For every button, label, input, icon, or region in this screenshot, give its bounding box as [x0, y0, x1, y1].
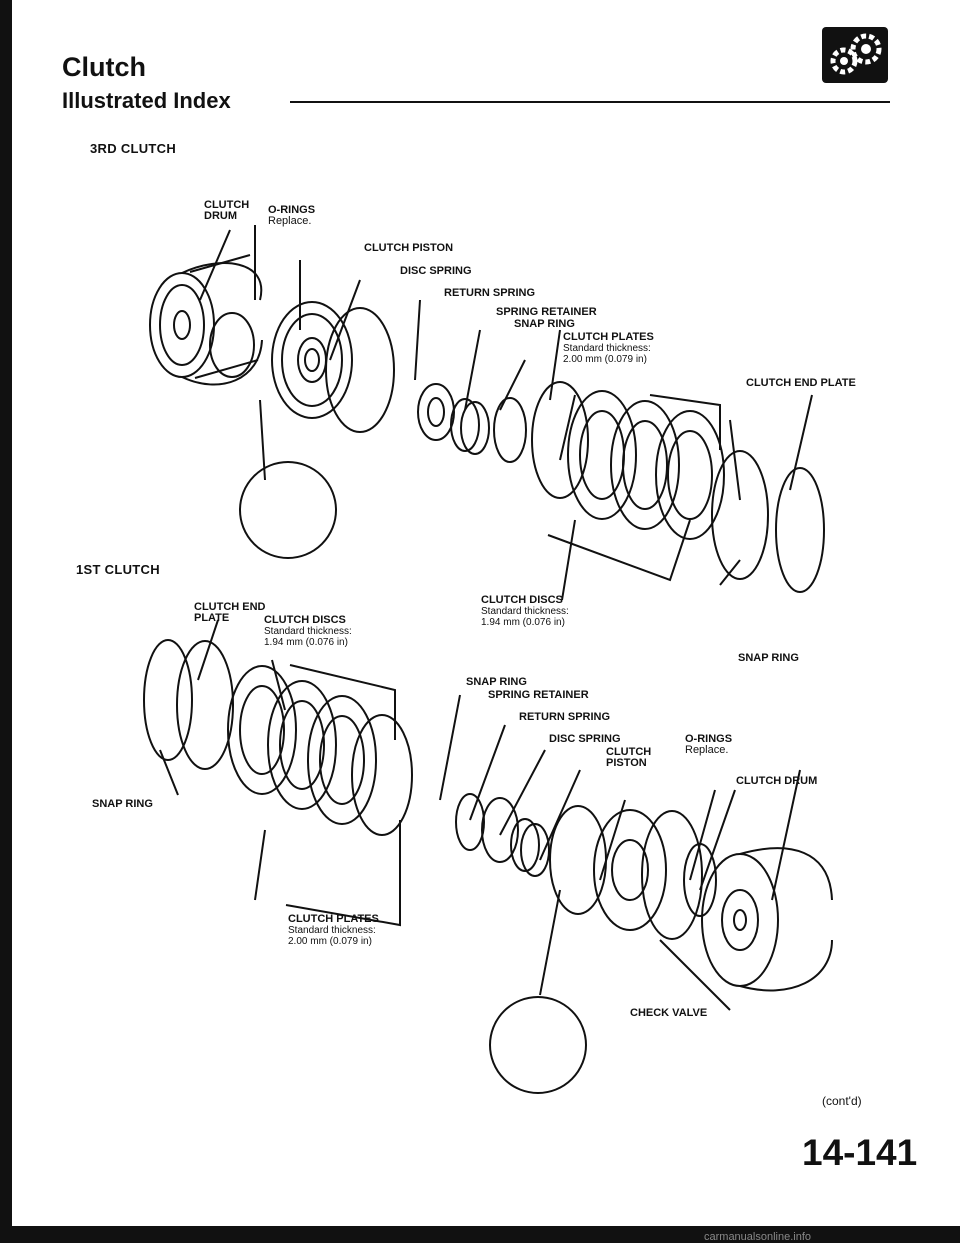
- clutch-pack-1st: [227, 665, 413, 836]
- label-clutch-end-plate-3rd: CLUTCH END PLATE: [746, 377, 856, 389]
- clutch-end-plate-1st: [176, 640, 234, 770]
- section-1st-clutch: 1ST CLUTCH: [76, 562, 160, 577]
- return-spring-3rd: [450, 398, 490, 455]
- label-snap-ring-left-1st: SNAP RING: [92, 798, 153, 810]
- check-valve-detail-1st: [489, 996, 587, 1094]
- snap-ring-1st: [143, 639, 193, 761]
- label-clutch-drum-1st: CLUTCH DRUM: [736, 775, 818, 787]
- check-valve-detail-3rd: [239, 461, 337, 559]
- o-ring-large-3rd: [325, 307, 395, 433]
- label-clutch-plates-1st: CLUTCH PLATES Standard thickness: 2.00 m…: [288, 913, 379, 948]
- return-spring-1st: [510, 818, 550, 877]
- label-return-spring-1st: RETURN SPRING: [519, 711, 611, 723]
- page-title: Clutch: [62, 52, 146, 82]
- continued-note: (cont'd): [822, 1094, 862, 1108]
- transmission-gear-icon: [822, 27, 888, 83]
- label-spring-retainer-1st: SPRING RETAINER: [488, 689, 589, 701]
- spring-retainer-1st: [481, 797, 519, 863]
- gear-icon: [830, 33, 882, 75]
- label-clutch-end-plate-1st: CLUTCH END PLATE: [194, 601, 266, 624]
- label-snap-ring-3rd: SNAP RING: [514, 318, 575, 330]
- label-o-rings-3rd: O-RINGS Replace.: [268, 204, 316, 227]
- label-check-valve: CHECK VALVE: [630, 1007, 708, 1019]
- clutch-drum-1st: [701, 847, 833, 992]
- clutch-drum-3rd: [149, 254, 263, 386]
- page-number: 14-141: [802, 1132, 918, 1173]
- label-clutch-drum-3rd: CLUTCH DRUM: [204, 199, 250, 222]
- label-snap-ring-end-3rd: SNAP RING: [738, 652, 799, 664]
- label-snap-ring-1st: SNAP RING: [466, 676, 527, 688]
- label-clutch-discs-3rd: CLUTCH DISCS Standard thickness: 1.94 mm…: [481, 594, 569, 629]
- label-clutch-plates-3rd: CLUTCH PLATES Standard thickness: 2.00 m…: [563, 331, 654, 366]
- title-rule: [290, 101, 890, 103]
- label-clutch-piston-1st: CLUTCH PISTON: [606, 746, 652, 769]
- disc-spring-3rd: [417, 383, 455, 441]
- section-3rd-clutch: 3RD CLUTCH: [90, 141, 177, 156]
- label-return-spring-3rd: RETURN SPRING: [444, 287, 536, 299]
- watermark: carmanualsonline.info: [704, 1231, 812, 1243]
- snap-ring-3rd: [493, 397, 527, 463]
- clutch-piston-1st: [593, 809, 667, 931]
- label-spring-retainer-3rd: SPRING RETAINER: [496, 306, 597, 318]
- label-o-rings-1st: O-RINGS Replace.: [685, 733, 733, 756]
- snap-ring-end-3rd: [775, 467, 825, 593]
- o-ring-3rd: [209, 312, 255, 378]
- label-disc-spring-1st: DISC SPRING: [549, 733, 621, 745]
- snap-ring-1st-b: [455, 793, 485, 851]
- clutch-piston-3rd: [271, 301, 353, 419]
- page-edge-bar: [0, 0, 12, 1243]
- page-subtitle: Illustrated Index: [62, 88, 231, 113]
- bottom-bar: [0, 1226, 960, 1243]
- label-clutch-piston-3rd: CLUTCH PISTON: [364, 242, 454, 254]
- o-ring-1st: [641, 810, 703, 940]
- clutch-pack-3rd: [531, 381, 769, 580]
- label-clutch-discs-1st: CLUTCH DISCS Standard thickness: 1.94 mm…: [264, 614, 352, 649]
- label-disc-spring-3rd: DISC SPRING: [400, 265, 472, 277]
